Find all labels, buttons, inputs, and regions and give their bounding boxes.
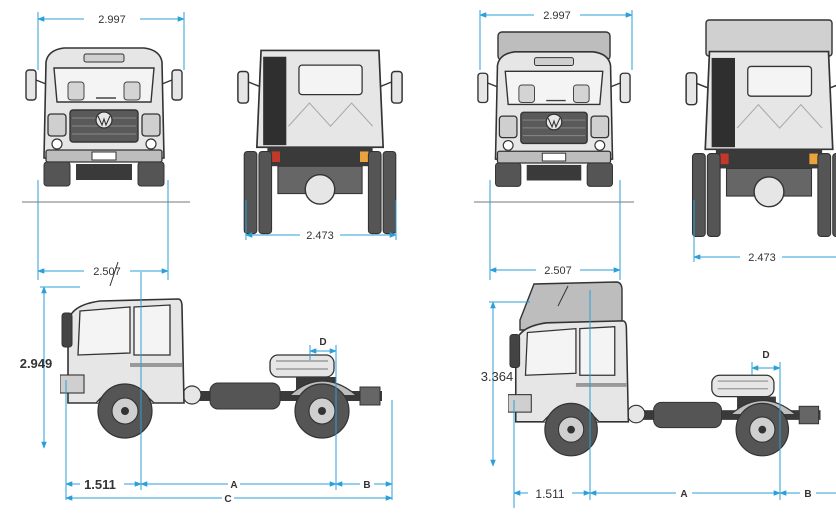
front-track-width-label-2: 2.507 xyxy=(544,265,572,277)
high-roof-side-view: 3.364 1.511 A B D xyxy=(481,281,836,508)
fifth-wheel-label-2: D xyxy=(762,350,769,361)
front-overall-width-label: 2.997 xyxy=(98,14,126,26)
rear-overhang-label-2: B xyxy=(804,489,811,500)
low-roof-side-view: 2.949 1.511 A B C D xyxy=(20,261,393,505)
rear-overhang-label: B xyxy=(363,480,370,491)
side-height-label-2: 3.364 xyxy=(481,369,514,384)
low-roof-front-view: 2.997 2.507 xyxy=(22,12,190,280)
high-roof-rear-view: 2.473 xyxy=(685,19,836,264)
high-roof-front-view: 2.997 2.507 xyxy=(474,10,634,280)
front-track-width-label: 2.507 xyxy=(93,266,121,278)
low-roof-rear-view: 2.473 xyxy=(236,49,404,242)
overall-length-label: C xyxy=(224,494,231,505)
side-front-overhang-label: 1.511 xyxy=(84,477,116,492)
wheelbase-label: A xyxy=(230,480,237,491)
fifth-wheel-label: D xyxy=(319,337,326,348)
side-height-label: 2.949 xyxy=(20,356,53,371)
wheelbase-label-2: A xyxy=(680,489,687,500)
front-overall-width-label-2: 2.997 xyxy=(543,10,571,22)
side-front-overhang-label-2: 1.511 xyxy=(535,487,564,501)
rear-track-width-label: 2.473 xyxy=(306,230,334,242)
rear-track-width-label-2: 2.473 xyxy=(748,252,776,264)
